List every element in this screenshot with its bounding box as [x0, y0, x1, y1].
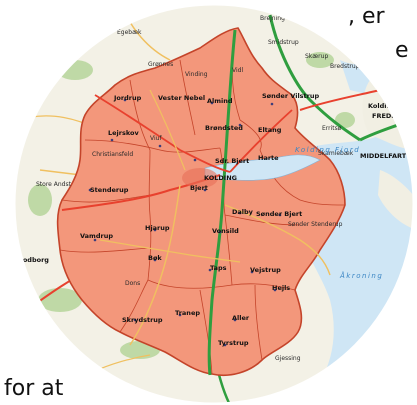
label-taps: Taps: [210, 264, 227, 272]
label-bredstrup: Bredstrup: [330, 63, 360, 70]
cropped-text-top: , er: [348, 4, 385, 29]
label-store-andst: Store Andst: [36, 181, 72, 188]
label-vester-nebel: Vester Nebel: [158, 94, 205, 102]
label-water: Åkroning: [339, 271, 383, 280]
label-lejrskov: Lejrskov: [108, 129, 139, 137]
sea-north: [340, 50, 413, 98]
label-skaerup: Skærup: [305, 53, 328, 60]
cropped-text-right: e: [395, 38, 409, 63]
label-christiansfeld: Christiansfeld: [92, 151, 133, 158]
label-skamlebaek: Skamlebæk: [318, 150, 354, 157]
label-vidl: Vidl: [232, 67, 243, 74]
label-dons: Dons: [125, 280, 140, 287]
label-gjessing: Gjessing: [275, 355, 301, 362]
land-island: [378, 170, 413, 230]
map-disc-edge: [14, 4, 414, 404]
label-bok: Bøk: [148, 254, 162, 262]
label-sdr-bjert: Sdr. Bjert: [215, 157, 249, 165]
label-tyrstrup: Tyrstrup: [218, 339, 249, 347]
label-skodborg: Skodborg: [14, 256, 49, 264]
label-vinding: Vinding: [185, 71, 208, 78]
label-viuf: Viuf: [150, 135, 162, 142]
town-markers: [88, 98, 282, 347]
label-bjert: Bjert: [190, 184, 208, 192]
label-sonder-vilstrup: Sønder Vilstrup: [262, 92, 319, 100]
label-skrydstrup: Skrydstrup: [122, 316, 163, 324]
label-vamdrup: Vamdrup: [80, 232, 113, 240]
label-jordrup: Jordrup: [113, 94, 142, 102]
label-egebaek: Egebæk: [117, 29, 142, 36]
label-brondsted: Brøndsted: [205, 124, 243, 132]
label-gronnes: Grønnes: [148, 61, 173, 68]
label-eltang: Eltang: [258, 126, 282, 134]
label-kolding: KOLDING: [204, 174, 237, 182]
label-sonder-stenderup: Sønder Stenderup: [288, 221, 343, 228]
label-sommersted: Sommersted: [62, 387, 100, 394]
label-erritso: Erritsø: [322, 125, 342, 132]
label-hjarup: Hjarup: [145, 224, 170, 232]
label-kolding-route: Kolding: [368, 102, 396, 110]
label-almind: Almind: [207, 97, 233, 105]
label-kolding-fjord: Kolding Fjord: [295, 146, 360, 154]
kolding-urban: [182, 168, 218, 188]
label-vonsild: Vonsild: [212, 227, 239, 235]
label-dalby: Dalby: [232, 208, 254, 216]
label-middelfart: MIDDELFART: [360, 152, 407, 160]
label-smidstrup: Smidstrup: [268, 39, 299, 46]
label-stenderup: Stenderup: [90, 186, 129, 194]
label-brejning: Brejning: [260, 15, 285, 22]
label-harte: Harte: [258, 154, 279, 162]
label-tranep: Tranep: [175, 309, 200, 317]
municipality-area: [56, 27, 346, 376]
label-hejls: Hejls: [272, 284, 290, 292]
label-sdr-bjert-2: Sønder Bjert: [256, 210, 302, 218]
label-vejstrup: Vejstrup: [250, 266, 281, 274]
label-aller: Aller: [232, 314, 250, 322]
cropped-text-bottom: for at: [4, 376, 64, 401]
kolding-fjord: [204, 154, 321, 181]
